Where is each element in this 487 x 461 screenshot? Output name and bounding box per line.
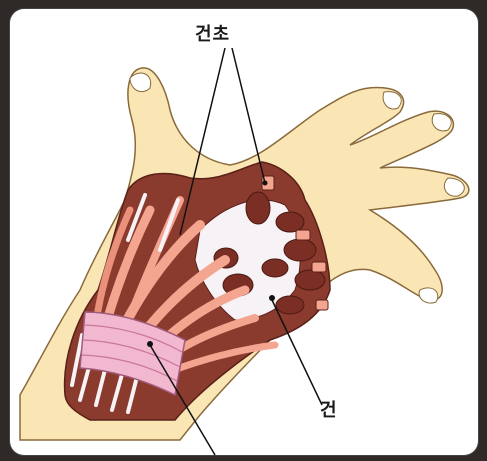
label-tendon: 건 bbox=[320, 396, 337, 422]
nail-little bbox=[419, 288, 438, 303]
muscle-belly bbox=[246, 192, 270, 224]
muscle-belly bbox=[276, 296, 304, 314]
muscle-belly bbox=[276, 212, 304, 232]
marker-dot bbox=[147, 341, 153, 347]
tendon-tip bbox=[316, 300, 328, 310]
muscle-belly bbox=[262, 259, 288, 277]
marker-dot bbox=[263, 181, 268, 186]
tendon-tip bbox=[312, 262, 326, 272]
muscle-belly bbox=[284, 239, 316, 261]
muscle-belly bbox=[295, 270, 325, 290]
marker-dot bbox=[269, 295, 275, 301]
tendon-tip bbox=[296, 230, 310, 240]
label-tendon-sheath: 건초 bbox=[195, 20, 230, 46]
